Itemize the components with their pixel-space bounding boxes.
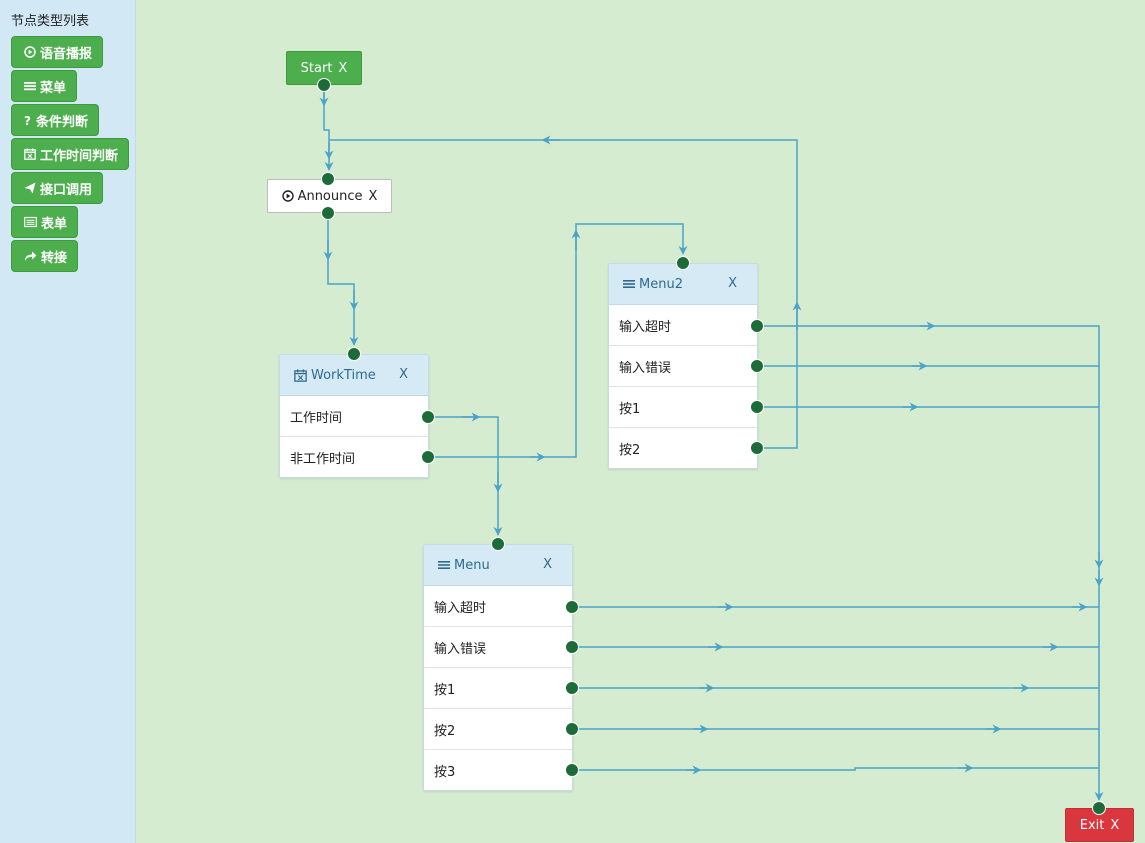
- menu-output-row: 按3: [434, 765, 456, 780]
- exit-label: Exit: [1079, 817, 1105, 833]
- menu2-output-row: 按2: [619, 443, 641, 458]
- palette-item-label: 接口调用: [40, 182, 93, 198]
- palette-title: 节点类型列表: [11, 14, 90, 29]
- palette-menu-button[interactable]: 菜单: [11, 70, 78, 102]
- exit-close-button[interactable]: X: [1110, 817, 1120, 833]
- edge-menu-key3-exit: [572, 767, 1099, 771]
- svg-text:?: ?: [24, 114, 31, 126]
- edge-menu2-timeout-exit: [757, 325, 1100, 560]
- node-palette-sidebar: 节点类型列表 语音播报 菜单 ? 条件判断 工作时间判断 接口调用 表单 转接: [0, 0, 136, 843]
- menu2-output-row: 输入超时: [609, 305, 757, 346]
- list-icon: [623, 280, 635, 288]
- worktime-header[interactable]: WorkTime X: [280, 355, 428, 396]
- list-icon: [24, 82, 36, 91]
- palette-worktime-button[interactable]: 工作时间判断: [11, 138, 130, 170]
- calendar-icon: [24, 148, 36, 160]
- palette-item-label: 转接: [41, 250, 68, 266]
- calendar-icon: [294, 368, 307, 382]
- palette-condition-button[interactable]: ? 条件判断: [11, 104, 100, 136]
- palette-form-button[interactable]: 表单: [11, 206, 79, 238]
- forward-icon: [25, 251, 37, 261]
- palette-item-label: 工作时间判断: [40, 148, 119, 164]
- announce-close-button[interactable]: X: [368, 188, 378, 204]
- menu-output-row: 按1: [424, 668, 572, 709]
- menu-header[interactable]: Menu X: [424, 545, 572, 586]
- send-icon: [24, 182, 36, 194]
- palette-transfer-button[interactable]: 转接: [11, 240, 79, 272]
- palette-item-label: 表单: [41, 216, 68, 232]
- edge-worktime-work-menu: [428, 416, 503, 536]
- menu2-output-row: 输入错误: [609, 346, 757, 387]
- palette-announce-button[interactable]: 语音播报: [11, 36, 104, 68]
- menu2-close-button[interactable]: X: [728, 276, 737, 291]
- palette-item-label: 语音播报: [40, 46, 93, 62]
- menu-output-row: 输入错误: [424, 627, 572, 668]
- menu-output-row: 按2: [424, 709, 572, 750]
- form-icon: [24, 216, 37, 228]
- start-close-button[interactable]: X: [338, 60, 348, 76]
- menu2-output-row: 按1: [609, 387, 757, 428]
- menu-title: Menu: [454, 557, 490, 573]
- start-node[interactable]: Start X: [286, 51, 362, 85]
- list-icon: [438, 561, 450, 569]
- menu2-header[interactable]: Menu2 X: [609, 264, 757, 305]
- worktime-close-button[interactable]: X: [399, 367, 408, 382]
- worktime-title: WorkTime: [311, 367, 376, 383]
- worktime-output-row: 工作时间: [280, 396, 428, 437]
- menu-node[interactable]: Menu X 输入超时 输入错误 按1 按2 按3: [423, 544, 573, 791]
- palette-item-label: 菜单: [40, 80, 67, 96]
- menu2-node[interactable]: Menu2 X 输入超时 输入错误 按1 按2: [608, 263, 758, 469]
- play-circle-icon: [24, 46, 36, 58]
- edge-start-announce: [324, 85, 329, 170]
- worktime-output-row: 非工作时间: [290, 452, 356, 467]
- exit-node[interactable]: Exit X: [1065, 808, 1134, 842]
- start-label: Start: [300, 60, 333, 76]
- worktime-node[interactable]: WorkTime X 工作时间 非工作时间: [279, 354, 429, 478]
- palette-api-call-button[interactable]: 接口调用: [11, 172, 104, 204]
- edge-announce-worktime: [327, 213, 359, 346]
- question-icon: ?: [24, 114, 31, 126]
- play-circle-icon: [281, 190, 294, 202]
- announce-node[interactable]: Announce X: [267, 179, 392, 213]
- palette-item-label: 条件判断: [36, 114, 89, 130]
- menu-close-button[interactable]: X: [543, 557, 552, 572]
- menu-output-row: 输入超时: [424, 586, 572, 627]
- menu2-title: Menu2: [639, 276, 683, 292]
- announce-label: Announce: [297, 188, 363, 204]
